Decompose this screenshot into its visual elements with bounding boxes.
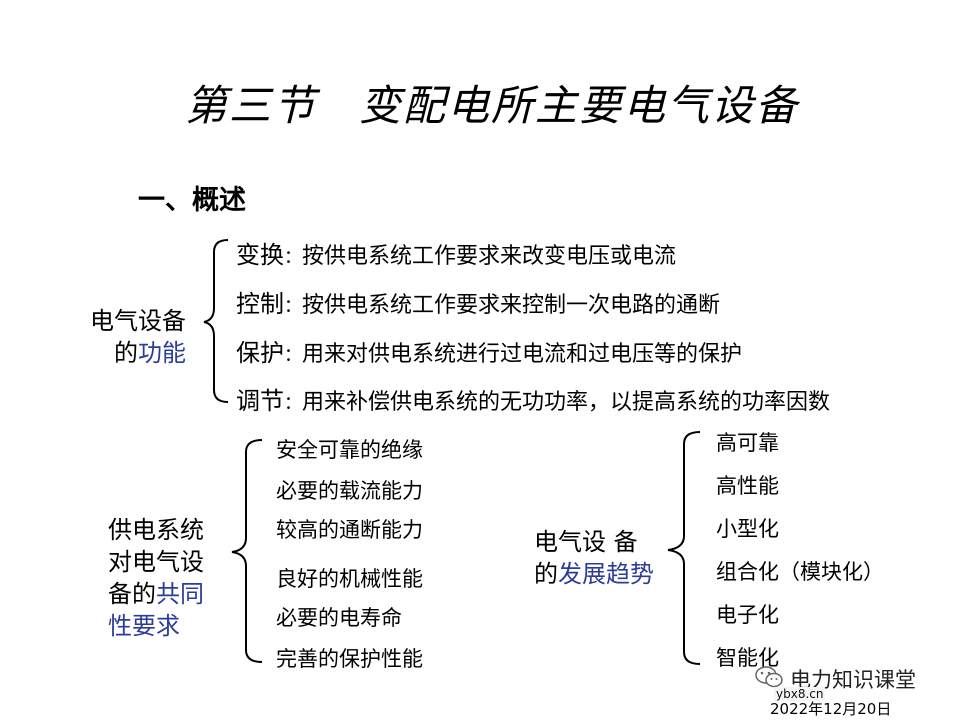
functions-label-line1: 电气设备 bbox=[90, 307, 186, 335]
trends-label-prefix: 的 bbox=[534, 560, 558, 588]
function-colon: ： bbox=[284, 345, 302, 366]
requirement-item: 良好的机械性能 bbox=[276, 567, 423, 591]
trends-label-line1: 电气设 备 bbox=[534, 528, 638, 556]
functions-label-line2: 的功能 bbox=[90, 337, 186, 369]
requirements-label-line1: 供电系统 bbox=[108, 516, 204, 544]
title-section-number: 第三节 bbox=[185, 81, 318, 130]
trends-label-highlight: 发展趋势 bbox=[558, 560, 654, 588]
function-key: 变换 bbox=[236, 241, 284, 269]
requirement-item: 必要的电寿命 bbox=[276, 606, 402, 630]
requirement-item: 必要的载流能力 bbox=[276, 479, 423, 503]
function-key: 控制 bbox=[236, 290, 284, 318]
function-colon: ： bbox=[284, 393, 302, 414]
requirements-brace bbox=[231, 439, 263, 663]
function-key: 调节 bbox=[236, 387, 284, 415]
requirement-item: 安全可靠的绝缘 bbox=[276, 438, 423, 462]
trends-brace bbox=[667, 431, 701, 665]
trend-item: 组合化（模块化） bbox=[716, 560, 884, 584]
section-heading: 一、概述 bbox=[138, 185, 246, 216]
requirements-label-line2: 对电气设 bbox=[108, 548, 204, 576]
function-description: 用来对供电系统进行过电流和过电压等的保护 bbox=[302, 342, 743, 367]
trend-item: 智能化 bbox=[716, 646, 779, 670]
page-title: 第三节变配电所主要电气设备 bbox=[185, 72, 799, 133]
function-item: 控制：按供电系统工作要求来控制一次电路的通断 bbox=[236, 284, 720, 319]
trend-item: 小型化 bbox=[716, 517, 779, 541]
trends-label-line2: 的发展趋势 bbox=[534, 558, 654, 590]
function-item: 变换：按供电系统工作要求来改变电压或电流 bbox=[236, 235, 676, 270]
functions-label: 电气设备 的功能 bbox=[90, 305, 186, 369]
function-brace bbox=[203, 239, 229, 403]
requirements-label-line3: 备的共同 bbox=[108, 578, 204, 610]
requirements-label-highlight: 共同 bbox=[156, 580, 204, 608]
function-colon: ： bbox=[284, 296, 302, 317]
wechat-icon bbox=[754, 664, 784, 690]
requirement-item: 较高的通断能力 bbox=[276, 518, 423, 542]
functions-label-highlight: 功能 bbox=[138, 339, 186, 367]
title-text: 变配电所主要电气设备 bbox=[359, 81, 800, 130]
function-description: 按供电系统工作要求来控制一次电路的通断 bbox=[302, 293, 721, 318]
function-key: 保护 bbox=[236, 339, 284, 367]
function-description: 按供电系统工作要求来改变电压或电流 bbox=[302, 244, 677, 269]
function-description: 用来补偿供电系统的无功功率，以提高系统的功率因数 bbox=[302, 390, 831, 415]
function-item: 保护：用来对供电系统进行过电流和过电压等的保护 bbox=[236, 333, 742, 368]
trend-item: 高性能 bbox=[716, 474, 779, 498]
requirements-label: 供电系统 对电气设 备的共同 性要求 bbox=[108, 514, 204, 642]
trend-item: 电子化 bbox=[716, 603, 779, 627]
functions-label-prefix: 的 bbox=[114, 339, 138, 367]
trends-label: 电气设 备 的发展趋势 bbox=[534, 526, 654, 590]
watermark-site: ybx8.cn bbox=[774, 687, 826, 701]
requirement-item: 完善的保护性能 bbox=[276, 647, 423, 671]
requirements-label-prefix: 备的 bbox=[108, 580, 156, 608]
function-item: 调节：用来补偿供电系统的无功功率，以提高系统的功率因数 bbox=[236, 381, 830, 416]
requirements-label-line4: 性要求 bbox=[108, 612, 180, 640]
function-colon: ： bbox=[284, 247, 302, 268]
watermark-date: 2022年12月20日 bbox=[770, 700, 892, 718]
trend-item: 高可靠 bbox=[716, 431, 779, 455]
